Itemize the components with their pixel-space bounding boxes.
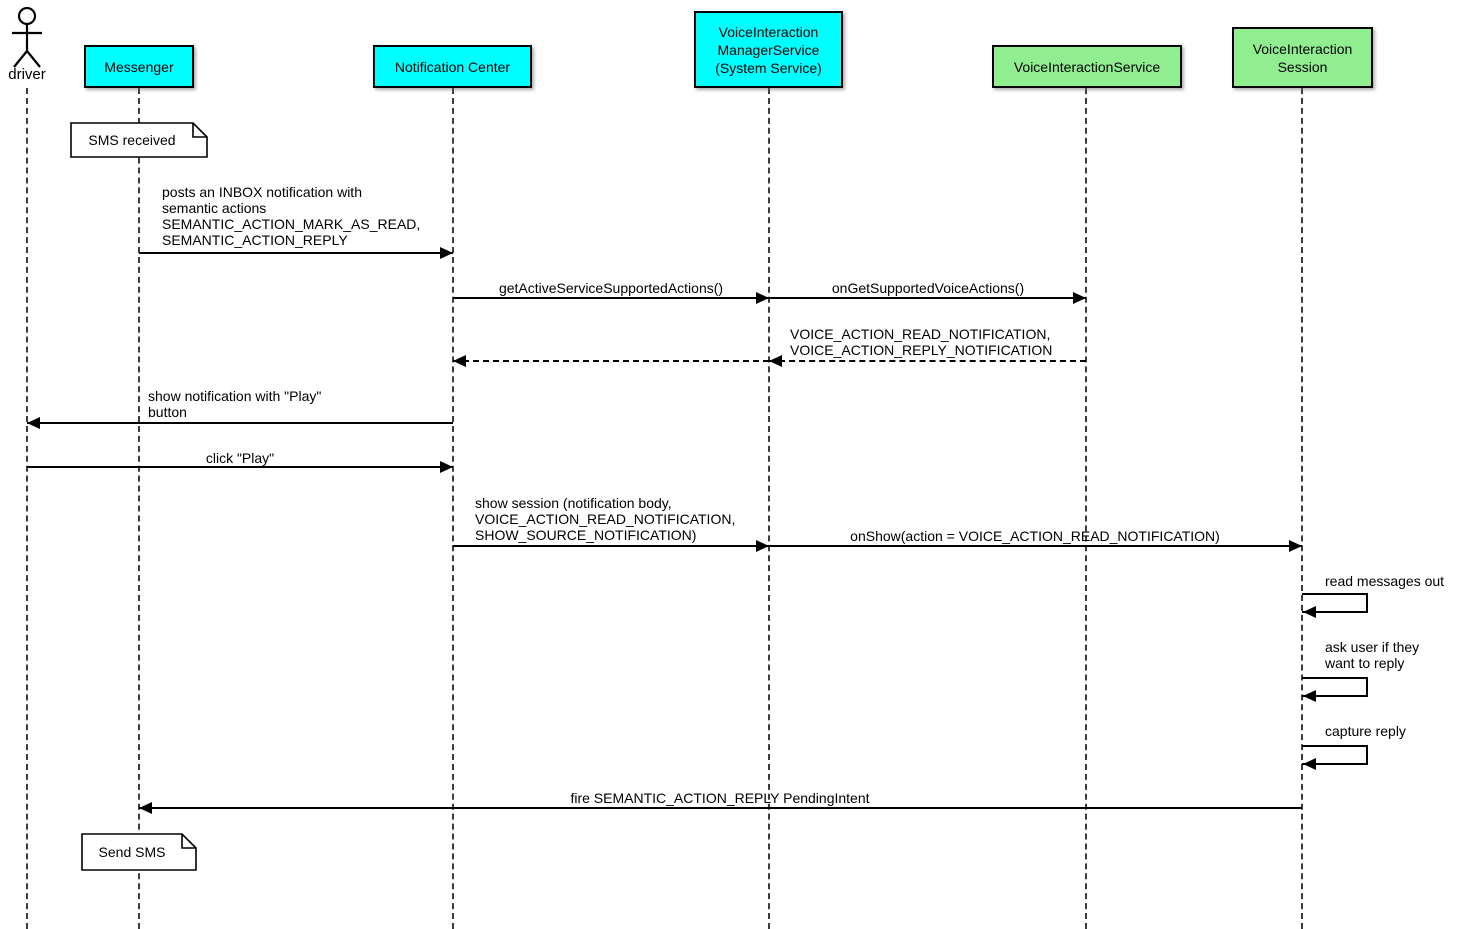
message-return-supported-voice-actions-arrowhead xyxy=(769,355,782,367)
note-sms-received-shape xyxy=(70,122,208,158)
participant-messenger-label: Messenger xyxy=(104,58,174,75)
participant-voice-interaction-manager-service-label: VoiceInteraction ManagerService (System … xyxy=(715,23,822,76)
participant-voice-interaction-service-label: VoiceInteractionService xyxy=(1013,58,1161,75)
message-return-supported-voice-actions-line xyxy=(769,360,1086,362)
self-message-ask-user-if-they-want-to-reply-loop xyxy=(1302,677,1368,697)
message-on-show-action-arrowhead xyxy=(1289,540,1302,552)
notification-center-lifeline xyxy=(452,88,454,929)
participant-voice-interaction-session-label: VoiceInteraction Session xyxy=(1252,40,1353,75)
voice-interaction-session-lifeline xyxy=(1301,88,1303,929)
message-click-play-line xyxy=(27,466,453,468)
note-send-sms-shape xyxy=(81,833,197,871)
note-send-sms-label: Send SMS xyxy=(98,844,166,860)
message-return-actions-to-notification-center-arrowhead xyxy=(453,355,466,367)
message-on-get-supported-voice-actions-label: onGetSupportedVoiceActions() xyxy=(831,280,1025,296)
message-show-session-arrowhead xyxy=(756,540,769,552)
message-post-inbox-notification-label: posts an INBOX notification with semanti… xyxy=(162,184,421,248)
message-get-active-service-supported-actions-label: getActiveServiceSupportedActions() xyxy=(498,280,724,296)
self-message-read-messages-out-loop xyxy=(1302,593,1368,613)
self-message-ask-user-if-they-want-to-reply-arrowhead xyxy=(1303,690,1316,702)
message-on-get-supported-voice-actions-line xyxy=(769,297,1086,299)
message-show-notification-play-button-label: show notification with "Play" button xyxy=(148,388,322,420)
message-get-active-service-supported-actions-line xyxy=(453,297,769,299)
self-message-capture-reply-arrowhead xyxy=(1303,758,1316,770)
message-return-supported-voice-actions-label: VOICE_ACTION_READ_NOTIFICATION, VOICE_AC… xyxy=(790,326,1053,358)
actor-name: driver xyxy=(8,66,46,83)
actor-icon xyxy=(12,7,42,68)
voice-interaction-manager-service-lifeline xyxy=(768,88,770,929)
message-on-show-action-line xyxy=(769,545,1302,547)
driver-lifeline xyxy=(26,88,28,929)
self-message-capture-reply-loop xyxy=(1302,745,1368,765)
message-show-notification-play-button-line xyxy=(27,422,453,424)
voice-interaction-service-lifeline xyxy=(1085,88,1087,929)
self-message-read-messages-out-arrowhead xyxy=(1303,606,1316,618)
message-show-session-label: show session (notification body, VOICE_A… xyxy=(475,495,736,543)
message-fire-semantic-action-reply-arrowhead xyxy=(139,802,152,814)
message-get-active-service-supported-actions-arrowhead xyxy=(756,292,769,304)
message-post-inbox-notification-line xyxy=(139,252,453,254)
message-post-inbox-notification-arrowhead xyxy=(440,247,453,259)
message-show-notification-play-button-arrowhead xyxy=(27,417,40,429)
message-click-play-label: click "Play" xyxy=(205,450,275,466)
participant-voice-interaction-session: VoiceInteraction Session xyxy=(1232,27,1373,88)
message-on-show-action-label: onShow(action = VOICE_ACTION_READ_NOTIFI… xyxy=(850,528,1220,544)
messenger-lifeline xyxy=(138,88,140,929)
participant-notification-center: Notification Center xyxy=(373,45,532,88)
participant-voice-interaction-service: VoiceInteractionService xyxy=(992,45,1182,88)
note-sms-received-label: SMS received xyxy=(88,132,176,148)
self-message-read-messages-out-label: read messages out xyxy=(1325,573,1445,589)
participant-messenger: Messenger xyxy=(84,45,194,88)
participant-voice-interaction-manager-service: VoiceInteraction ManagerService (System … xyxy=(694,11,843,88)
self-message-capture-reply-label: capture reply xyxy=(1325,723,1406,739)
self-message-ask-user-if-they-want-to-reply-label: ask user if they want to reply xyxy=(1325,639,1420,671)
message-return-actions-to-notification-center-line xyxy=(453,360,769,362)
message-fire-semantic-action-reply-line xyxy=(139,807,1302,809)
note-sms-received: SMS received xyxy=(70,122,208,158)
message-show-session-line xyxy=(453,545,769,547)
message-on-get-supported-voice-actions-arrowhead xyxy=(1073,292,1086,304)
note-send-sms: Send SMS xyxy=(81,833,197,871)
message-click-play-arrowhead xyxy=(440,461,453,473)
message-fire-semantic-action-reply-label: fire SEMANTIC_ACTION_REPLY PendingIntent xyxy=(570,790,870,806)
participant-notification-center-label: Notification Center xyxy=(394,58,511,75)
